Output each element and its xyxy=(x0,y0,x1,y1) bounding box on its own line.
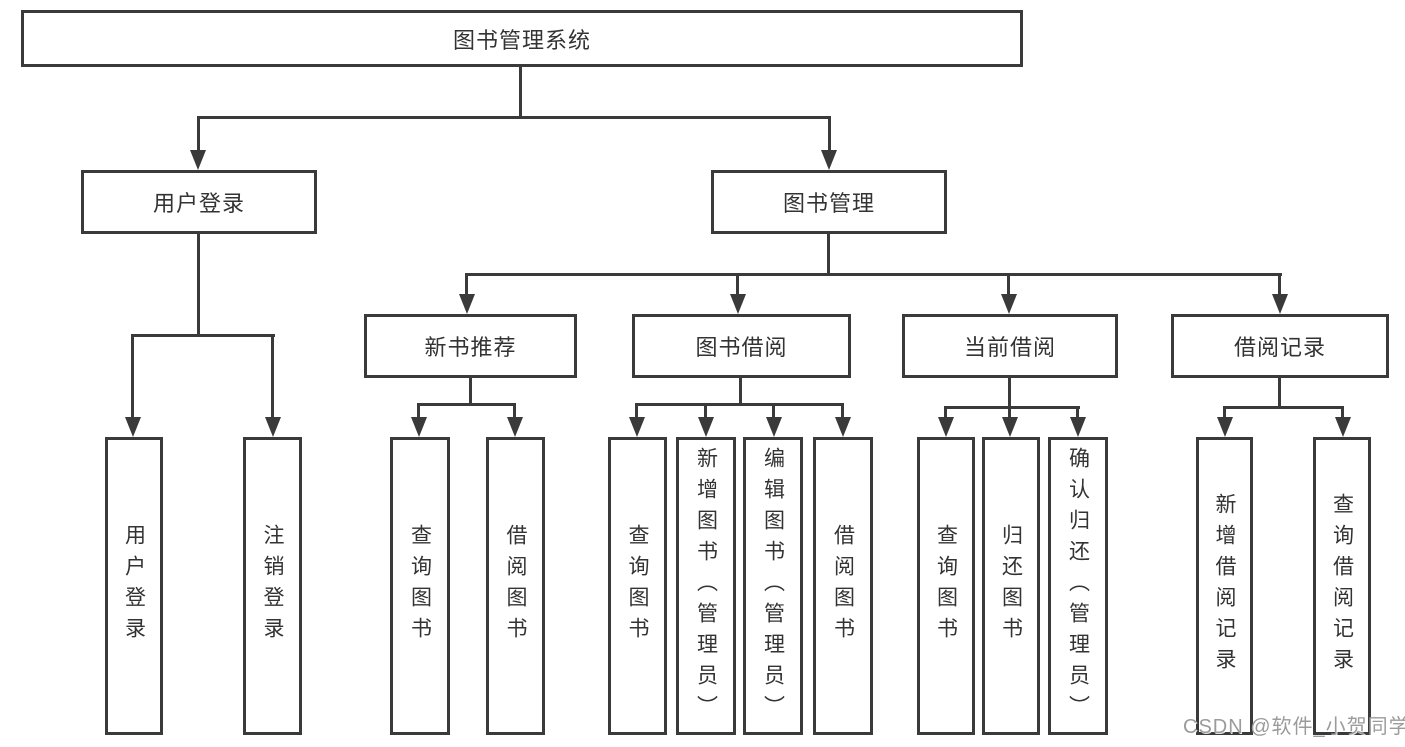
connector-line xyxy=(417,403,420,420)
arrow-down-icon xyxy=(821,150,837,170)
leaf-query-books-recommend: 查询图书 xyxy=(390,437,450,735)
leaf-query-books-current: 查询图书 xyxy=(917,437,975,735)
arrow-down-icon xyxy=(411,417,427,437)
connector-line xyxy=(271,334,274,420)
arrow-down-icon xyxy=(835,417,851,437)
leaf-query-borrow-record: 查询借阅记录 xyxy=(1313,437,1371,735)
node-user-login: 用户登录 xyxy=(81,170,317,234)
leaf-logout: 注销登录 xyxy=(243,437,302,735)
node-book-borrowing: 图书借阅 xyxy=(632,314,851,378)
connector-line xyxy=(635,403,844,406)
connector-line xyxy=(197,232,200,337)
node-current-borrowing: 当前借阅 xyxy=(902,314,1118,378)
node-label: 编辑图书（管理员） xyxy=(761,446,785,726)
node-label: 新书推荐 xyxy=(424,335,517,360)
connector-line xyxy=(513,403,516,420)
node-new-book-recommendation: 新书推荐 xyxy=(364,314,577,378)
arrow-down-icon xyxy=(1002,417,1018,437)
node-label: 注销登录 xyxy=(261,524,284,648)
connector-line xyxy=(465,273,1282,276)
node-label: 图书管理 xyxy=(782,191,875,216)
connector-line xyxy=(417,403,516,406)
arrow-down-icon xyxy=(938,417,954,437)
connector-line xyxy=(736,273,739,297)
arrow-down-icon xyxy=(125,417,141,437)
node-label: 图书管理系统 xyxy=(452,27,591,53)
connector-line xyxy=(1007,273,1010,297)
node-label: 当前借阅 xyxy=(963,335,1056,360)
connector-line xyxy=(1278,376,1281,409)
node-library-management-system: 图书管理系统 xyxy=(21,10,1023,67)
arrow-down-icon xyxy=(459,294,475,314)
connector-line xyxy=(131,334,134,420)
arrow-down-icon xyxy=(730,294,746,314)
leaf-add-borrow-record: 新增借阅记录 xyxy=(1196,437,1253,735)
node-borrowing-records: 借阅记录 xyxy=(1171,314,1389,378)
connector-line xyxy=(1076,406,1079,420)
connector-line xyxy=(465,273,468,297)
connector-line xyxy=(519,66,522,118)
leaf-borrow-books: 借阅图书 xyxy=(813,437,873,735)
connector-line xyxy=(772,403,775,420)
connector-line xyxy=(469,376,472,406)
connector-line xyxy=(704,403,707,420)
leaf-edit-books-admin: 编辑图书（管理员） xyxy=(743,437,803,735)
arrow-down-icon xyxy=(1217,417,1233,437)
csdn-watermark: CSDN @软件_小贺同学 xyxy=(1183,716,1405,738)
arrow-down-icon xyxy=(629,417,645,437)
connector-line xyxy=(635,403,638,420)
connector-line xyxy=(197,116,200,152)
connector-line xyxy=(1223,406,1344,409)
arrow-down-icon xyxy=(1335,417,1351,437)
connector-line xyxy=(131,334,275,337)
leaf-borrow-books-recommend: 借阅图书 xyxy=(486,437,545,735)
node-label: 用户登录 xyxy=(122,524,146,648)
leaf-add-books-admin: 新增图书（管理员） xyxy=(676,437,736,735)
connector-line xyxy=(1278,273,1281,297)
arrow-down-icon xyxy=(1001,294,1017,314)
connector-line xyxy=(1223,406,1226,420)
connector-line xyxy=(827,233,830,276)
node-label: 用户登录 xyxy=(152,191,245,216)
arrow-down-icon xyxy=(265,417,281,437)
connector-line xyxy=(1008,376,1011,409)
leaf-confirm-return-admin: 确认归还（管理员） xyxy=(1048,437,1108,735)
connector-line xyxy=(841,403,844,420)
node-label: 查询借阅记录 xyxy=(1330,493,1354,679)
leaf-user-login: 用户登录 xyxy=(105,437,163,735)
node-label: 借阅图书 xyxy=(831,524,855,648)
connector-line xyxy=(828,116,831,152)
connector-line xyxy=(944,406,1080,409)
arrow-down-icon xyxy=(698,417,714,437)
connector-line xyxy=(944,406,947,420)
connector-line xyxy=(739,376,742,406)
node-label: 查询图书 xyxy=(934,524,958,648)
arrow-down-icon xyxy=(766,417,782,437)
node-label: 新增借阅记录 xyxy=(1213,493,1236,679)
node-label: 查询图书 xyxy=(408,524,432,648)
node-label: 借阅记录 xyxy=(1233,335,1326,360)
arrow-down-icon xyxy=(1070,417,1086,437)
connector-line xyxy=(1008,406,1011,420)
node-label: 借阅图书 xyxy=(504,524,527,648)
leaf-query-books-borrow: 查询图书 xyxy=(608,437,667,735)
node-label: 新增图书（管理员） xyxy=(694,446,718,726)
connector-line xyxy=(197,116,831,119)
connector-line xyxy=(1341,406,1344,420)
node-label: 查询图书 xyxy=(626,524,649,648)
arrow-down-icon xyxy=(190,150,206,170)
arrow-down-icon xyxy=(1272,294,1288,314)
node-label: 确认归还（管理员） xyxy=(1066,446,1090,726)
arrow-down-icon xyxy=(507,417,523,437)
node-label: 归还图书 xyxy=(999,524,1023,648)
node-book-management: 图书管理 xyxy=(711,170,947,234)
node-label: 图书借阅 xyxy=(695,335,788,360)
leaf-return-books: 归还图书 xyxy=(982,437,1040,735)
